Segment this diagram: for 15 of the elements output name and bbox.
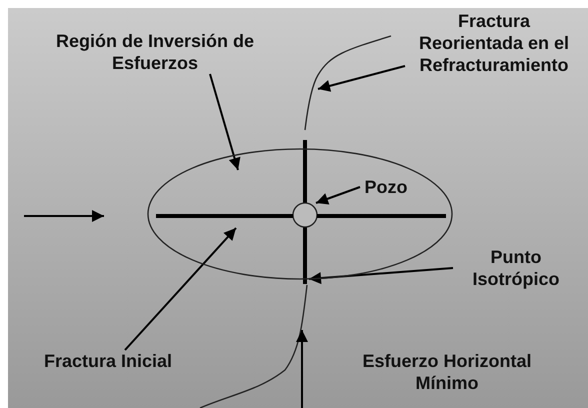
callout-text: Pozo bbox=[360, 176, 412, 198]
callout-text: Fractura Reorientada en el Refracturamiento bbox=[405, 10, 583, 76]
leader-arrow bbox=[318, 65, 406, 92]
fracture-line bbox=[156, 213, 446, 219]
callout-text: Punto Isotrópico bbox=[452, 246, 580, 290]
leader-arrow bbox=[308, 267, 454, 284]
leader-arrow bbox=[316, 186, 360, 205]
stress-label: Esfuerzo Horizontal Mínimo bbox=[361, 350, 532, 394]
callout-text: Fractura Inicial bbox=[8, 350, 208, 372]
fracture-curve bbox=[304, 35, 392, 131]
well-circle bbox=[292, 202, 318, 228]
leader-arrow bbox=[124, 227, 237, 351]
leader-arrow bbox=[209, 74, 240, 170]
callout-text: Región de Inversión de Esfuerzos bbox=[40, 30, 270, 74]
stress-region-ellipse bbox=[147, 148, 453, 280]
